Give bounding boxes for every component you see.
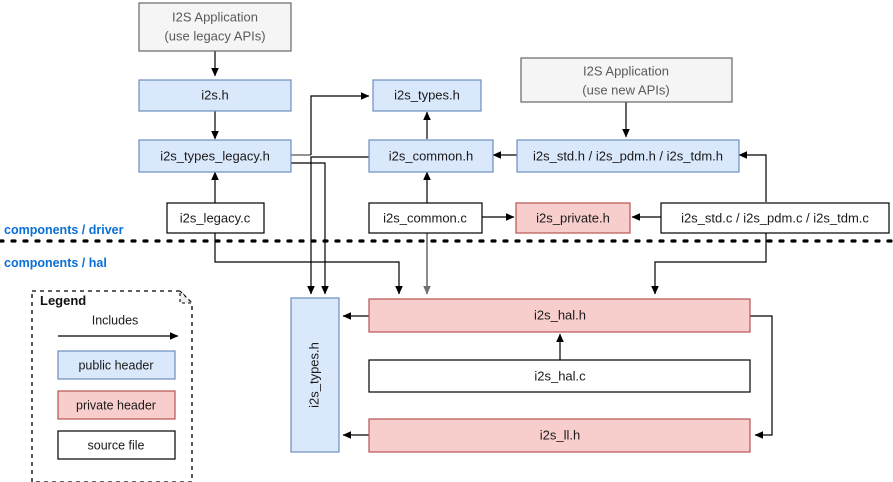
- edge-i2s-std-c-to-i2s-hal-h: [651, 232, 767, 295]
- node-app-legacy[interactable]: I2S Application (use legacy APIs): [138, 2, 292, 52]
- node-app-legacy-line2: (use legacy APIs): [164, 28, 265, 43]
- node-i2s-std-h[interactable]: i2s_std.h / i2s_pdm.h / i2s_tdm.h: [516, 139, 740, 173]
- node-i2s-hal-h-label: i2s_hal.h: [534, 307, 586, 322]
- node-app-legacy-line1: I2S Application: [172, 9, 258, 24]
- zone-label-hal: components / hal: [4, 256, 107, 270]
- node-i2s-private-h-label: i2s_private.h: [536, 210, 610, 225]
- legend-arrow-label: Includes: [92, 313, 139, 327]
- edge-layer: [211, 51, 773, 439]
- legend-item-source-file: source file: [57, 430, 176, 460]
- node-i2s-types-h[interactable]: i2s_types.h: [372, 79, 482, 112]
- legend-item-source-file-label: source file: [88, 438, 145, 452]
- node-i2s-types-h-hal-label: i2s_types.h: [306, 342, 321, 408]
- node-i2s-hal-h[interactable]: i2s_hal.h: [368, 298, 751, 333]
- edge-i2s-common-h-to-hal-types: [307, 156, 369, 295]
- legend-item-private-header-label: private header: [76, 398, 156, 412]
- legend-item-public-header: public header: [57, 350, 176, 380]
- node-i2s-common-c[interactable]: i2s_common.c: [368, 202, 483, 234]
- legend-item-public-header-label: public header: [78, 358, 153, 372]
- node-i2s-types-legacy-h-label: i2s_types_legacy.h: [160, 148, 270, 163]
- node-i2s-hal-c[interactable]: i2s_hal.c: [368, 359, 751, 393]
- node-i2s-std-h-label: i2s_std.h / i2s_pdm.h / i2s_tdm.h: [533, 148, 723, 163]
- edge-i2s-std-c-to-i2s-std-h: [738, 151, 767, 202]
- node-i2s-h[interactable]: i2s.h: [138, 79, 292, 112]
- node-app-new-line2: (use new APIs): [582, 82, 669, 97]
- legend: Legend Includes public header private he…: [31, 289, 194, 482]
- legend-item-private-header: private header: [57, 390, 176, 420]
- edge-i2s-types-legacy-h-to-i2s-types-h-arrow: [310, 92, 370, 155]
- edge-i2s-types-legacy-h-to-hal-types: [291, 162, 329, 295]
- node-i2s-private-h[interactable]: i2s_private.h: [515, 202, 631, 234]
- node-i2s-types-h-label: i2s_types.h: [394, 87, 460, 102]
- node-i2s-legacy-c-label: i2s_legacy.c: [180, 210, 251, 225]
- node-i2s-ll-h[interactable]: i2s_ll.h: [368, 418, 751, 453]
- node-i2s-types-h-hal[interactable]: i2s_types.h: [290, 297, 340, 453]
- node-i2s-h-label: i2s.h: [201, 87, 228, 102]
- node-app-new[interactable]: I2S Application (use new APIs): [520, 57, 733, 103]
- zone-label-driver: components / driver: [4, 223, 124, 237]
- node-i2s-common-h[interactable]: i2s_common.h: [368, 139, 494, 173]
- edge-i2s-hal-h-to-i2s-ll-h: [750, 315, 773, 439]
- node-app-new-line1: I2S Application: [583, 63, 669, 78]
- node-i2s-types-legacy-h[interactable]: i2s_types_legacy.h: [138, 139, 292, 173]
- legend-title: Legend: [40, 293, 86, 308]
- node-i2s-hal-c-label: i2s_hal.c: [534, 368, 586, 383]
- node-i2s-common-h-label: i2s_common.h: [389, 148, 474, 163]
- node-i2s-std-c[interactable]: i2s_std.c / i2s_pdm.c / i2s_tdm.c: [660, 202, 890, 234]
- node-i2s-legacy-c[interactable]: i2s_legacy.c: [166, 202, 265, 234]
- node-i2s-common-c-label: i2s_common.c: [383, 210, 467, 225]
- node-i2s-ll-h-label: i2s_ll.h: [540, 427, 580, 442]
- edge-i2s-legacy-c-to-i2s-hal-h: [214, 232, 403, 295]
- node-i2s-std-c-label: i2s_std.c / i2s_pdm.c / i2s_tdm.c: [681, 210, 869, 225]
